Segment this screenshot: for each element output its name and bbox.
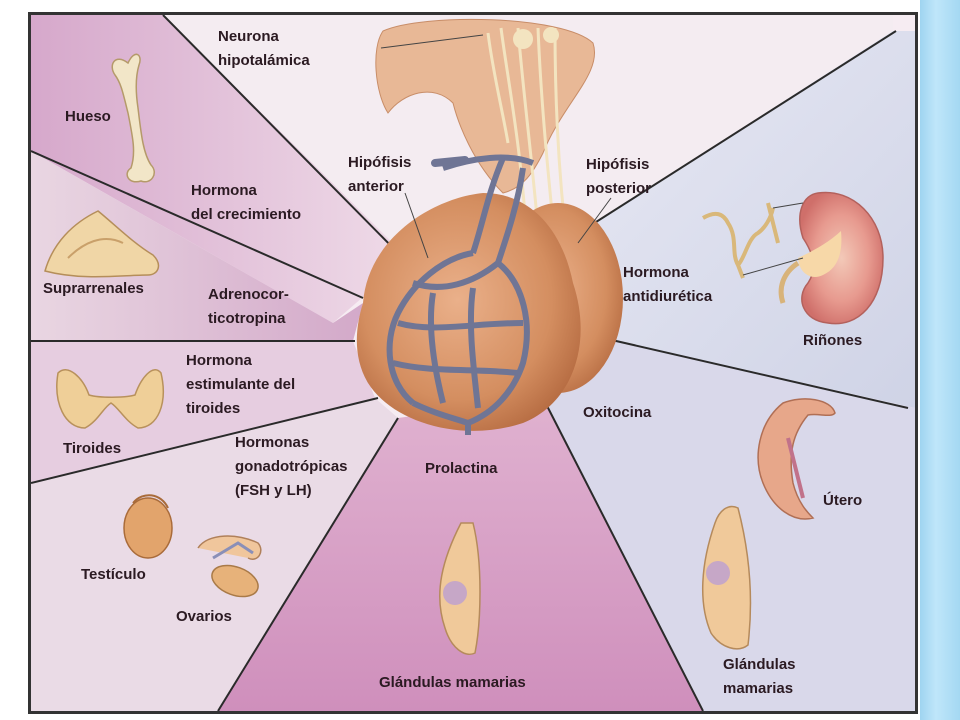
label-adh: Hormona — [623, 264, 689, 281]
label-growth-hormone: del crecimiento — [191, 206, 301, 223]
label-prolactina: Prolactina — [425, 460, 498, 477]
bone-illustration — [111, 53, 155, 183]
label-mamarias-right: Glándulas — [723, 656, 796, 673]
label-tiroides: Tiroides — [63, 440, 121, 457]
label-tsh: tiroides — [186, 400, 240, 417]
label-hueso: Hueso — [65, 108, 111, 125]
label-mamarias-center: Glándulas mamarias — [379, 674, 526, 691]
label-adh: antidiurética — [623, 288, 713, 305]
nephron-illustration — [701, 202, 780, 279]
label-gonadotropic: Hormonas — [235, 434, 309, 451]
label-gonadotropic: (FSH y LH) — [235, 482, 312, 499]
label-suprarrenales: Suprarrenales — [43, 280, 144, 297]
label-hipofisis-posterior: posterior — [586, 180, 651, 197]
label-gonadotropic: gonadotrópicas — [235, 458, 348, 475]
label-neurona: hipotalámica — [218, 52, 310, 69]
diagram-frame: Neurona hipotalámica Hueso Hormona del c… — [28, 12, 918, 714]
thyroid-illustration — [56, 369, 164, 429]
decorative-sidebar — [920, 0, 960, 720]
ovaries-illustration — [197, 535, 262, 598]
label-hipofisis-posterior: Hipófisis — [586, 156, 649, 173]
label-hipofisis-anterior: anterior — [348, 178, 404, 195]
label-growth-hormone: Hormona — [191, 182, 257, 199]
label-utero: Útero — [823, 491, 862, 509]
mammary-gland-right-illustration — [701, 505, 752, 650]
posterior-pointer — [577, 197, 612, 244]
mammary-gland-center-illustration — [439, 522, 481, 655]
label-tsh: estimulante del — [186, 376, 295, 393]
sector-thyroid — [31, 341, 375, 483]
label-mamarias-right: mamarias — [723, 680, 793, 697]
portal-vessel-top — [431, 156, 469, 167]
label-neurona: Neurona — [218, 28, 280, 45]
sector-adrenal — [31, 151, 363, 341]
label-rinones: Riñones — [803, 332, 862, 349]
sector-gonads — [31, 398, 398, 711]
label-hipofisis-anterior: Hipófisis — [348, 154, 411, 171]
label-oxitocina: Oxitocina — [583, 404, 652, 421]
kidney-pointer — [742, 257, 804, 276]
kidney-illustration — [778, 191, 884, 325]
adrenal-illustration — [44, 210, 160, 278]
label-acth: ticotropina — [208, 310, 286, 327]
pituitary-diagram: Neurona hipotalámica Hueso Hormona del c… — [31, 15, 915, 711]
sector-dividers — [31, 15, 909, 711]
label-tsh: Hormona — [186, 352, 252, 369]
neuron-cell-body — [513, 29, 533, 49]
uterus-illustration — [757, 398, 836, 520]
anterior-pointer — [404, 192, 429, 259]
neuron-cell-body — [543, 27, 559, 43]
kidney-pointer — [772, 202, 804, 209]
label-ovarios: Ovarios — [176, 608, 232, 625]
label-acth: Adrenocor- — [208, 286, 289, 303]
label-testiculo: Testículo — [81, 566, 146, 583]
neuron-pointer — [380, 34, 484, 49]
testicle-illustration — [123, 494, 173, 559]
